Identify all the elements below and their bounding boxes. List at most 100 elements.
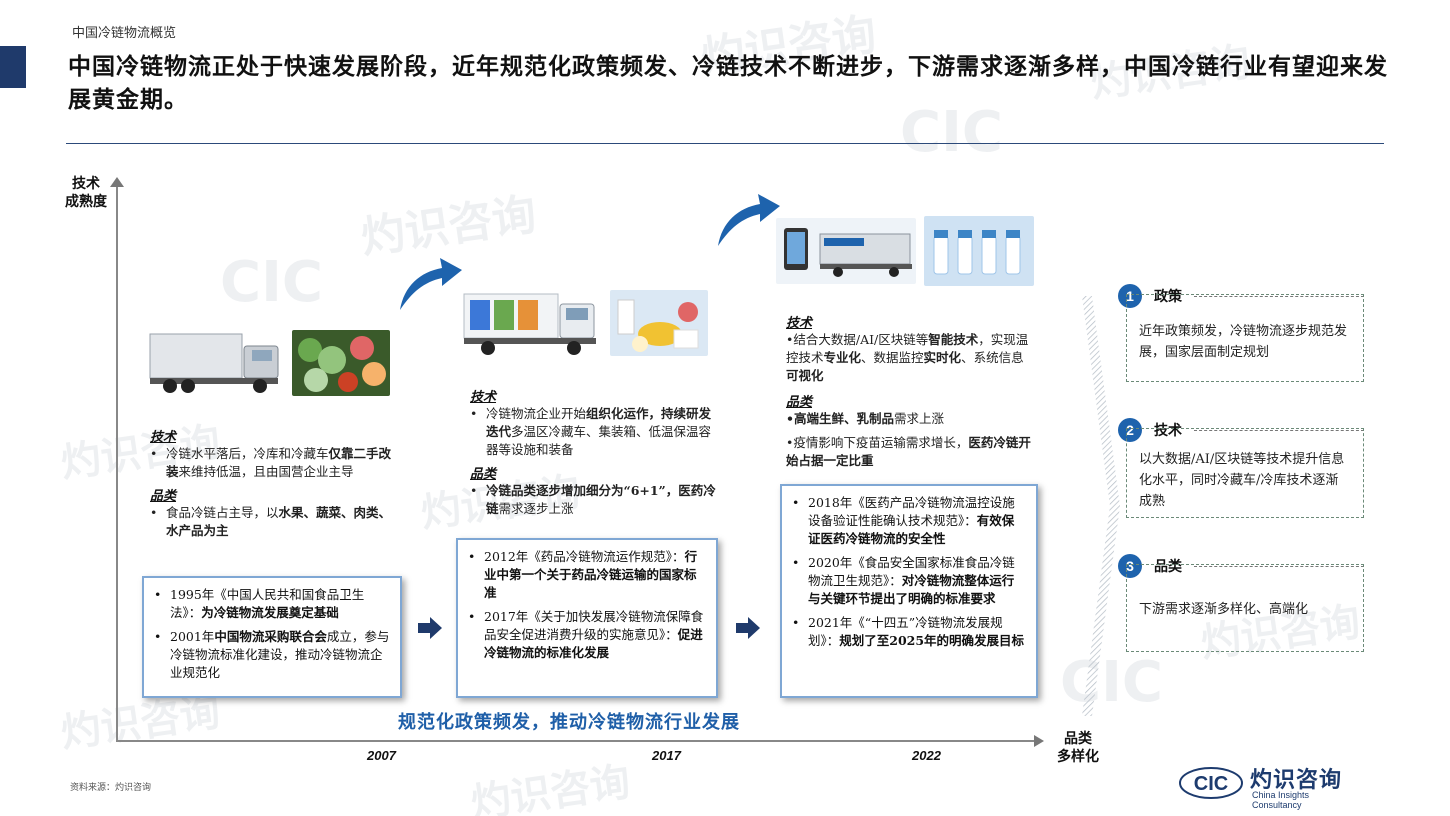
source-note: 资料来源：灼识咨询 [70, 783, 152, 793]
policy-text: 2018年《医药产品冷链物流温控设施设备验证性能确认技术规范》： [808, 495, 1015, 528]
stage3-tech-emphasis: 实时化 [923, 350, 962, 365]
stage1-tech-text: 冷链水平落后，冷库和冷藏车 [166, 446, 329, 461]
stage1-tech-emphasis: 仅靠二手改装 [166, 446, 392, 479]
driver-number-badge: 3 [1118, 554, 1142, 578]
dashed-connector [1194, 565, 1364, 567]
policy-item: •2017年《关于加快发展冷链物流保障食品安全促进消费升级的实施意见》：促进冷链… [468, 609, 704, 660]
stage1-category-text: 食品冷链占主导，以 [166, 505, 279, 520]
policy-item: •1995年《中国人民共和国食品卫生法》：为冷链物流发展奠定基础 [154, 587, 365, 620]
stage3-tech-text-part: 、系统信息 [961, 350, 1024, 365]
stage1-description: 技术 • 冷链水平落后，冷库和冷藏车仅靠二手改装来维持低温，且由国营企业主导 品… [150, 424, 395, 540]
driver-text-box: 下游需求逐渐多样化、高端化 [1126, 564, 1364, 652]
stage1-tech-bullet: • 冷链水平落后，冷库和冷藏车仅靠二手改装来维持低温，且由国营企业主导 [150, 446, 392, 479]
driver-title: 品类 [1154, 559, 1182, 575]
stage3-tech-text: •结合大数据/AI/区块链等智能技术，实现温控技术专业化、数据监控实时化、系统信… [786, 331, 1036, 385]
stage2-tech-separator: ， [648, 406, 662, 421]
driver-number-badge: 1 [1118, 284, 1142, 308]
stage2-tech-text: 冷链物流企业开始 [486, 406, 587, 421]
policy-emphasis: 为冷链物流发展奠定基础 [201, 605, 339, 620]
logo-mark-text: CIC [1194, 773, 1228, 795]
driver-policy: 1 政策 [1118, 284, 1364, 308]
stage3-category-emphasis: 医药冷链开始占据一定比重 [786, 435, 1031, 468]
driver-technology: 2 技术 [1118, 418, 1364, 442]
header-divider [66, 143, 1384, 144]
stage2-category-bullet: • 冷链品类逐步增加细分为“6+1”，医药冷链需求逐步上涨 [470, 483, 716, 516]
company-logo: CIC 灼识咨询 China Insights Consultancy [1178, 760, 1358, 810]
stage3-tech-emphasis: 可视化 [786, 368, 824, 383]
stage2-category-emphasis: 冷链品类逐步增加细分为“6+1” [486, 483, 666, 498]
policy-text: 2020年《食品安全国家标准食品冷链物流卫生规范》： [808, 555, 1015, 588]
stage3-category-line1: •高端生鲜、乳制品需求上涨 [786, 410, 1036, 428]
vaccine-vials-image [924, 216, 1034, 286]
policy-text: 2021年《“十四五”冷链物流发展规划》： [808, 615, 1003, 648]
title-accent-bar [0, 46, 26, 88]
stage2-tech-heading: 技术 [470, 390, 497, 405]
curved-arrow-icon [396, 250, 466, 318]
dairy-food-image [610, 290, 708, 356]
policy-emphasis: 规划了至2025年的明确发展目标 [839, 633, 1025, 648]
stage1-tech-heading: 技术 [150, 430, 177, 445]
page-headline: 中国冷链物流正处于快速发展阶段，近年规范化政策频发、冷链技术不断进步，下游需求逐… [68, 53, 1388, 113]
vegetables-image [292, 330, 390, 396]
watermark: CIC [220, 250, 324, 315]
policy-emphasis: 有效保证医药冷链物流的安全性 [808, 513, 1015, 546]
year-label: 2017 [652, 748, 681, 763]
stage1-category-heading: 品类 [150, 489, 177, 504]
policy-emphasis: 中国物流采购联合会 [214, 629, 327, 644]
policy-item: •2020年《食品安全国家标准食品冷链物流卫生规范》：对冷链物流整体运行与关键环… [792, 555, 1015, 606]
stage3-description: 技术 •结合大数据/AI/区块链等智能技术，实现温控技术专业化、数据监控实时化、… [786, 310, 1036, 470]
x-axis-label: 品类 多样化 [1050, 730, 1106, 766]
y-axis-line [116, 185, 118, 741]
stage2-category-separator: ， [665, 483, 679, 498]
truck-image [148, 328, 288, 400]
stage3-category-text: •疫情影响下疫苗运输需求增长， [786, 435, 969, 450]
watermark: 灼识咨询 [468, 759, 633, 816]
driver-number-badge: 2 [1118, 418, 1142, 442]
stage3-tech-heading: 技术 [786, 316, 813, 331]
curved-arrow-icon [714, 186, 784, 254]
stage2-tech-bullet: • 冷链物流企业开始组织化运作，持续研发迭代多温区冷藏车、集装箱、低温保温容器等… [470, 406, 712, 457]
right-arrow-icon [736, 617, 760, 639]
stage3-tech-emphasis: 智能技术 [928, 332, 979, 347]
driver-category: 3 品类 [1118, 554, 1364, 578]
dashed-connector [1194, 295, 1364, 297]
policy-item: •2012年《药品冷链物流运作规范》：行业中第一个关于药品冷链运输的国家标准 [468, 549, 698, 600]
policy-item: •2021年《“十四五”冷链物流发展规划》：规划了至2025年的明确发展目标 [792, 615, 1025, 648]
policy-item: •2018年《医药产品冷链物流温控设施设备验证性能确认技术规范》：有效保证医药冷… [792, 495, 1015, 546]
year-label: 2007 [367, 748, 396, 763]
policy-text-rest: 成立，参与冷链物流标准化建设，推动冷链物流企业规范化 [170, 629, 390, 680]
logo-chinese: 灼识咨询 [1250, 767, 1343, 793]
stage3-tech-text-part: 、数据监控 [861, 350, 924, 365]
y-axis-label-line2: 成熟度 [65, 194, 107, 210]
stage2-category-heading: 品类 [470, 467, 497, 482]
y-axis-label-line1: 技术 [72, 176, 100, 192]
policy-item: •2001年中国物流采购联合会成立，参与冷链物流标准化建设，推动冷链物流企业规范… [154, 629, 390, 680]
y-axis-label: 技术 成熟度 [58, 175, 114, 211]
policy-emphasis: 对冷链物流整体运行与关键环节提出了明确的标准要求 [808, 573, 1015, 606]
stage2-category-text: 需求逐步上涨 [498, 501, 574, 516]
x-axis-line [116, 740, 1036, 742]
policy-slogan: 规范化政策频发，推动冷链物流行业发展 [398, 712, 740, 733]
policy-text: 2012年《药品冷链物流运作规范》： [484, 549, 685, 564]
stage1-tech-text-rest: 来维持低温，且由国营企业主导 [178, 464, 354, 479]
stage3-tech-text-part: ，实现温控技术 [786, 332, 1029, 365]
refrigerated-truck-image [462, 290, 600, 360]
logo-english: China Insights Consultancy [1252, 790, 1310, 810]
x-axis-label-line1: 品类 [1064, 731, 1092, 747]
dashed-connector [1194, 429, 1364, 431]
stage2-policy-box: •2012年《药品冷链物流运作规范》：行业中第一个关于药品冷链运输的国家标准 •… [456, 538, 718, 698]
driver-text-box: 近年政策频发，冷链物流逐步规范发展，国家层面制定规划 [1126, 294, 1364, 382]
stage3-category-heading: 品类 [786, 395, 813, 410]
smart-logistics-image [776, 218, 916, 284]
policy-text: 2001年 [170, 629, 215, 644]
driver-title: 技术 [1154, 423, 1182, 439]
stage1-category-emphasis: 水果、蔬菜、肉类、水产品为主 [166, 505, 392, 538]
stage3-category-line2: •疫情影响下疫苗运输需求增长，医药冷链开始占据一定比重 [786, 434, 1036, 470]
policy-emphasis: 行业中第一个关于药品冷链运输的国家标准 [484, 549, 698, 600]
y-axis-arrowhead [110, 177, 124, 187]
x-axis-label-line2: 多样化 [1057, 749, 1099, 765]
stage3-category-text: 需求上涨 [894, 411, 945, 426]
chevron-divider-icon [1080, 296, 1122, 720]
x-axis-arrowhead [1034, 735, 1044, 747]
stage2-category-emphasis: 医药冷链 [486, 483, 716, 516]
